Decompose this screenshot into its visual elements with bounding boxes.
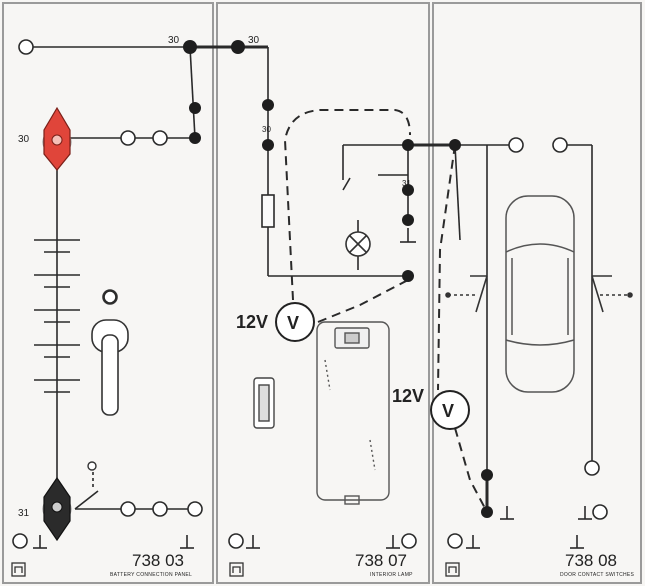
voltmeter-1-symbol: V <box>287 313 299 333</box>
terminal-label-lamp-31: 31 <box>402 179 411 188</box>
wire-door-diag <box>454 144 461 241</box>
toggle-switch[interactable] <box>91 289 129 416</box>
panel-caption-738-07: INTERIOR LAMP <box>370 572 413 578</box>
battery <box>34 238 80 418</box>
terminal-label-neg: 31 <box>18 508 30 519</box>
door-switches <box>445 275 633 313</box>
terminal-label-lamp: 30 <box>262 125 271 134</box>
panel-738-08-frame <box>432 2 642 584</box>
lamp-symbol <box>345 231 371 257</box>
negative-stud <box>42 476 72 542</box>
lead-meter2-b <box>454 427 488 513</box>
fuse-holder <box>253 377 275 429</box>
terminal-label-pos: 30 <box>18 134 30 145</box>
wire-right-bus <box>189 46 196 139</box>
panel-number-738-07: 738 07 <box>355 551 407 570</box>
panel-number-738-03: 738 03 <box>132 551 184 570</box>
sockets-open[interactable] <box>12 39 608 549</box>
switch-arm <box>74 490 99 510</box>
terminal-label-top-mid: 30 <box>248 35 260 46</box>
panel-number-738-08: 738 08 <box>565 551 617 570</box>
panel-caption-738-03: BATTERY CONNECTION PANEL <box>110 572 192 578</box>
car-outline <box>505 195 575 393</box>
panel-738-03-frame <box>2 2 214 584</box>
wires <box>26 45 593 512</box>
panel-738-07-frame <box>216 2 430 584</box>
panel-logos <box>11 562 460 577</box>
voltmeter-1-value: 12V <box>236 312 268 332</box>
meter-leads <box>283 109 488 513</box>
voltmeter-2-value: 12V <box>392 386 424 406</box>
voltmeter-1: V 12V <box>236 302 315 342</box>
voltmeter-2: V 12V <box>392 386 470 430</box>
lead-meter1-b <box>317 279 409 323</box>
terminal-label-top-left: 30 <box>168 35 180 46</box>
panel-caption-738-08: DOOR CONTACT SWITCHES <box>560 572 635 578</box>
ground-symbols <box>33 506 592 549</box>
voltmeter-2-symbol: V <box>442 401 454 421</box>
lamp-housing <box>316 321 390 505</box>
switch-contact <box>87 461 97 471</box>
positive-stud <box>42 106 72 171</box>
sockets-filled <box>183 40 493 518</box>
lamp-switch <box>342 177 351 191</box>
fuse <box>261 194 275 228</box>
lead-meter2-a <box>437 144 456 391</box>
lead-meter1-a <box>283 109 411 301</box>
